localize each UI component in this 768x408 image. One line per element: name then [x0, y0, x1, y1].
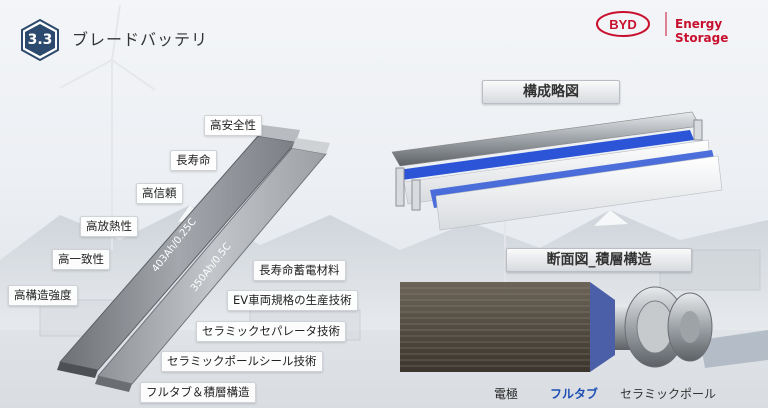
- feature-tag-structural-strength: 高構造強度: [8, 285, 78, 306]
- cross-section-label: 断面図_積層構造: [506, 248, 692, 272]
- structure-label: 構成略図: [482, 80, 620, 104]
- blade-cell-right: [95, 138, 330, 392]
- cross-section-stack: [400, 282, 713, 372]
- tech-tag-pole-seal: セラミックポールシール技術: [161, 351, 323, 372]
- feature-tag-long-life: 長寿命: [170, 150, 217, 171]
- feature-tag-safety: 高安全性: [204, 115, 262, 136]
- tech-tag-material: 長寿命蓄電材料: [253, 260, 346, 281]
- byd-logo: BYD: [596, 11, 667, 37]
- legend-ceramic-pole: セラミックポール: [620, 387, 717, 401]
- legend-full-tab: フルタブ: [550, 387, 599, 401]
- legend-electrode: 電極: [494, 387, 519, 401]
- page-title: ブレードバッテリ: [72, 30, 209, 49]
- tech-tag-production: EV車両規格の生産技術: [227, 290, 358, 311]
- feature-tag-reliability: 高信頼: [136, 183, 183, 204]
- blade-cell-left: [57, 125, 300, 378]
- tech-tag-separator: セラミックセパレータ技術: [196, 321, 346, 342]
- feature-tag-heat-dissipation: 高放熱性: [80, 216, 138, 237]
- structure-diagram: [391, 111, 723, 231]
- logo-subtitle: Energy Storage: [675, 17, 729, 45]
- section-badge: 3.3: [18, 18, 62, 62]
- section-number: 3.3: [27, 32, 53, 48]
- tech-tag-full-tab: フルタブ＆積層構造: [140, 382, 256, 403]
- feature-tag-consistency: 高一致性: [52, 249, 110, 270]
- svg-text:BYD: BYD: [609, 17, 636, 32]
